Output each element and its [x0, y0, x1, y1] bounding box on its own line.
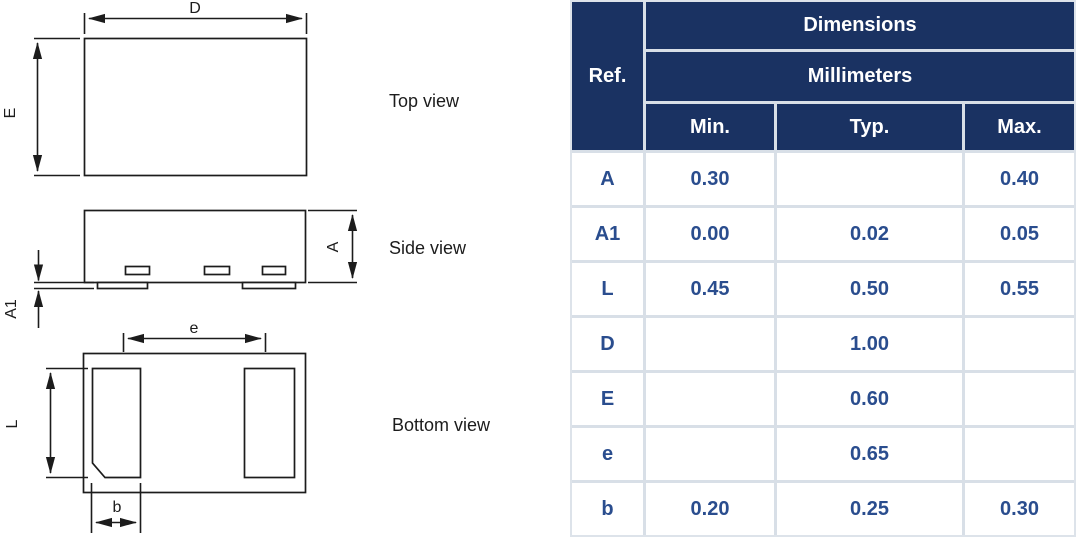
- top-view: D E Top view: [2, 0, 460, 177]
- header-dimensions: Dimensions: [646, 2, 1074, 49]
- terminal: [261, 265, 287, 276]
- row-A-min: 0.30: [646, 153, 774, 205]
- dimension-b: b: [90, 483, 142, 533]
- bottom-pad-left: [91, 367, 142, 479]
- dimension-E: E: [2, 37, 80, 177]
- row-L-min: 0.45: [646, 263, 774, 315]
- row-A1-min: 0.00: [646, 208, 774, 260]
- dim-label-D: D: [189, 0, 201, 17]
- row-L-max: 0.55: [965, 263, 1074, 315]
- row-D-min: [646, 318, 774, 370]
- bottom-pad: [96, 281, 149, 290]
- dimension-L: L: [4, 367, 88, 479]
- row-A1-max: 0.05: [965, 208, 1074, 260]
- dim-label-A1: A1: [3, 299, 20, 319]
- dim-label-e: e: [190, 320, 199, 337]
- top-view-body: [83, 37, 308, 177]
- bottom-pad: [241, 281, 297, 290]
- row-b-max: 0.30: [965, 483, 1074, 535]
- header-max: Max.: [965, 104, 1074, 150]
- dim-label-L: L: [4, 419, 21, 428]
- row-E-typ: 0.60: [777, 373, 962, 425]
- bottom-view: e L b Bottom view: [4, 320, 491, 533]
- row-L-typ: 0.50: [777, 263, 962, 315]
- row-A1-typ: 0.02: [777, 208, 962, 260]
- row-e-min: [646, 428, 774, 480]
- row-A-max: 0.40: [965, 153, 1074, 205]
- row-A-typ: [777, 153, 962, 205]
- terminal: [203, 265, 231, 276]
- row-b-ref: b: [572, 483, 643, 535]
- header-typ: Typ.: [777, 104, 962, 150]
- row-b-min: 0.20: [646, 483, 774, 535]
- row-e-ref: e: [572, 428, 643, 480]
- package-outline-drawing: D E Top view A: [2, 0, 491, 533]
- row-D-typ: 1.00: [777, 318, 962, 370]
- row-A-ref: A: [572, 153, 643, 205]
- dimensions-table: Ref. Dimensions Millimeters Min. Typ. Ma…: [570, 0, 1076, 537]
- side-view-caption: Side view: [389, 238, 467, 258]
- row-b-typ: 0.25: [777, 483, 962, 535]
- header-min: Min.: [646, 104, 774, 150]
- top-view-caption: Top view: [389, 91, 460, 111]
- bottom-pad-right: [243, 367, 296, 479]
- row-E-ref: E: [572, 373, 643, 425]
- terminal: [124, 265, 151, 276]
- row-E-max: [965, 373, 1074, 425]
- dimension-D: D: [83, 0, 308, 34]
- header-millimeters: Millimeters: [646, 52, 1074, 101]
- dim-label-E: E: [2, 108, 19, 119]
- dimension-A1: A1: [3, 250, 94, 328]
- row-A1-ref: A1: [572, 208, 643, 260]
- dimension-e: e: [122, 320, 267, 352]
- row-E-min: [646, 373, 774, 425]
- dimension-A: A: [308, 209, 358, 284]
- row-L-ref: L: [572, 263, 643, 315]
- row-e-max: [965, 428, 1074, 480]
- dim-label-A: A: [325, 241, 342, 252]
- side-view: A A1 Side view: [3, 209, 467, 328]
- row-D-ref: D: [572, 318, 643, 370]
- bottom-view-caption: Bottom view: [392, 415, 491, 435]
- header-ref: Ref.: [572, 2, 643, 150]
- dim-label-b: b: [113, 499, 122, 516]
- row-e-typ: 0.65: [777, 428, 962, 480]
- row-D-max: [965, 318, 1074, 370]
